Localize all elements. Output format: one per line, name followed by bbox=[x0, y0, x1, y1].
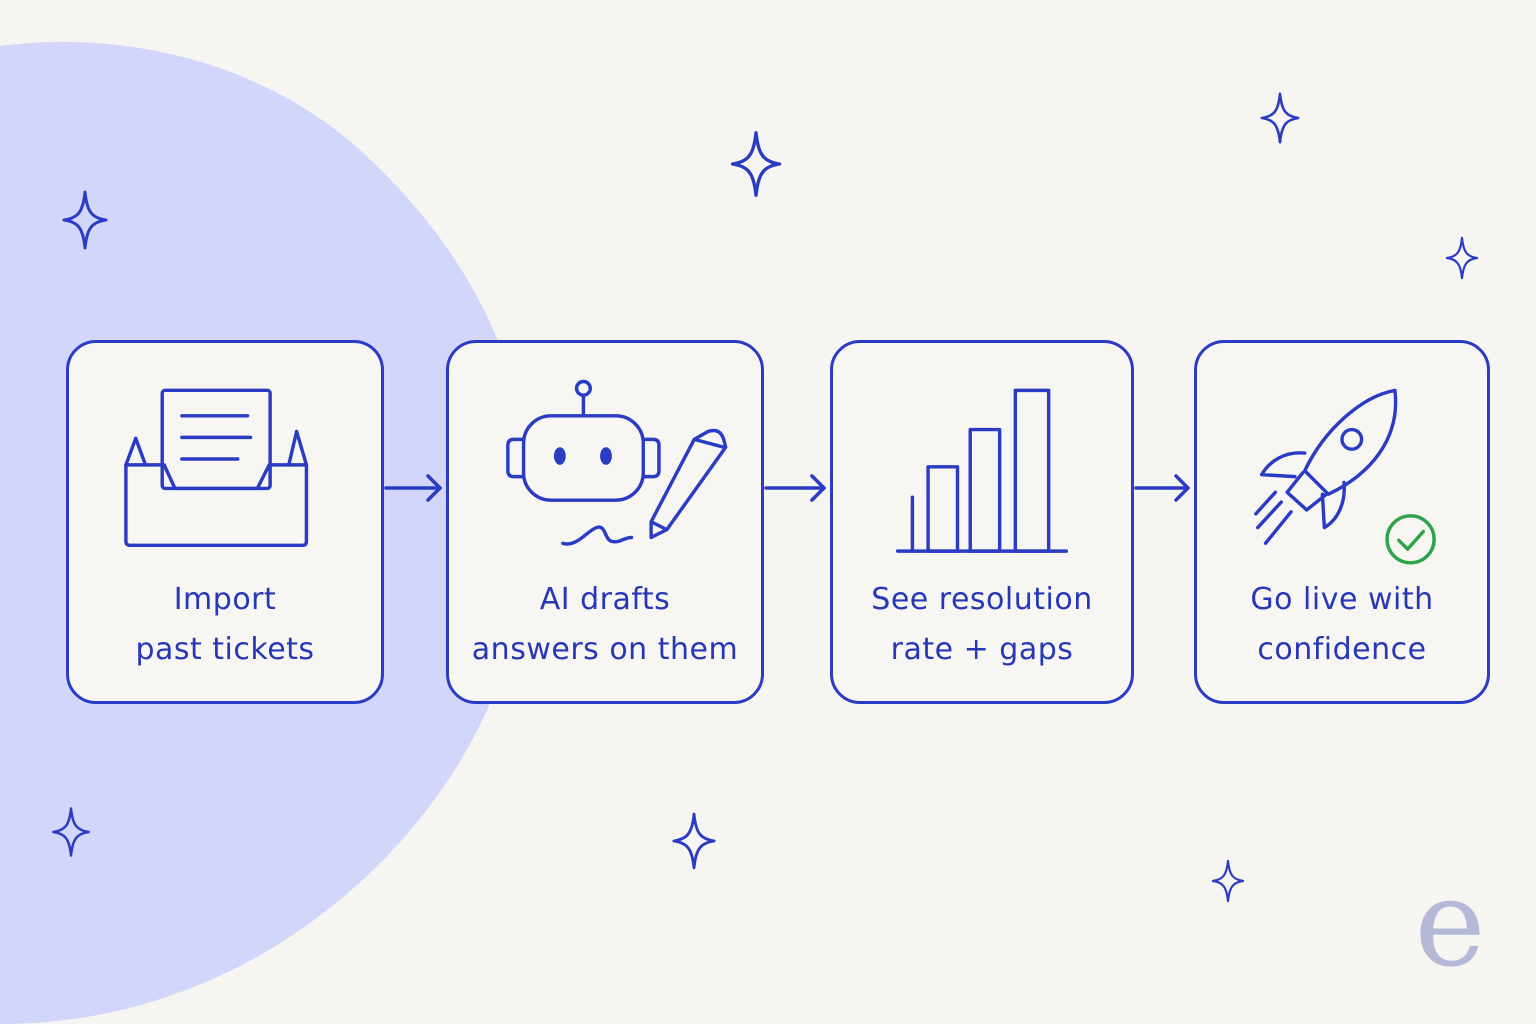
step-card-go-live: Go live with confidence bbox=[1194, 340, 1490, 704]
robot-pencil-icon bbox=[506, 379, 728, 546]
step-card-resolution: See resolution rate + gaps bbox=[830, 340, 1134, 704]
brand-logo: e bbox=[1414, 855, 1486, 994]
bar-chart-icon bbox=[895, 388, 1069, 553]
arrow-right-icon bbox=[1134, 474, 1190, 502]
step-label: AI drafts answers on them bbox=[471, 582, 739, 667]
step-card-import: Import past tickets bbox=[66, 340, 384, 704]
arrow-right-icon bbox=[764, 474, 826, 502]
sparkle-icon bbox=[1211, 859, 1245, 903]
check-circle-icon bbox=[1385, 514, 1436, 565]
sparkle-icon bbox=[1260, 92, 1300, 144]
inbox-tray-icon bbox=[124, 388, 309, 548]
step-label: Go live with confidence bbox=[1250, 582, 1434, 667]
step-label: See resolution rate + gaps bbox=[871, 582, 1093, 667]
sparkle-icon bbox=[62, 190, 108, 250]
rocket-check-icon bbox=[1254, 388, 1436, 565]
sparkle-icon bbox=[730, 130, 782, 198]
step-label: Import past tickets bbox=[135, 582, 315, 667]
arrow-right-icon bbox=[384, 474, 442, 502]
step-card-ai-drafts: AI drafts answers on them bbox=[446, 340, 764, 704]
sparkle-icon bbox=[52, 807, 90, 857]
sparkle-icon bbox=[672, 812, 716, 870]
sparkle-icon bbox=[1445, 236, 1479, 280]
